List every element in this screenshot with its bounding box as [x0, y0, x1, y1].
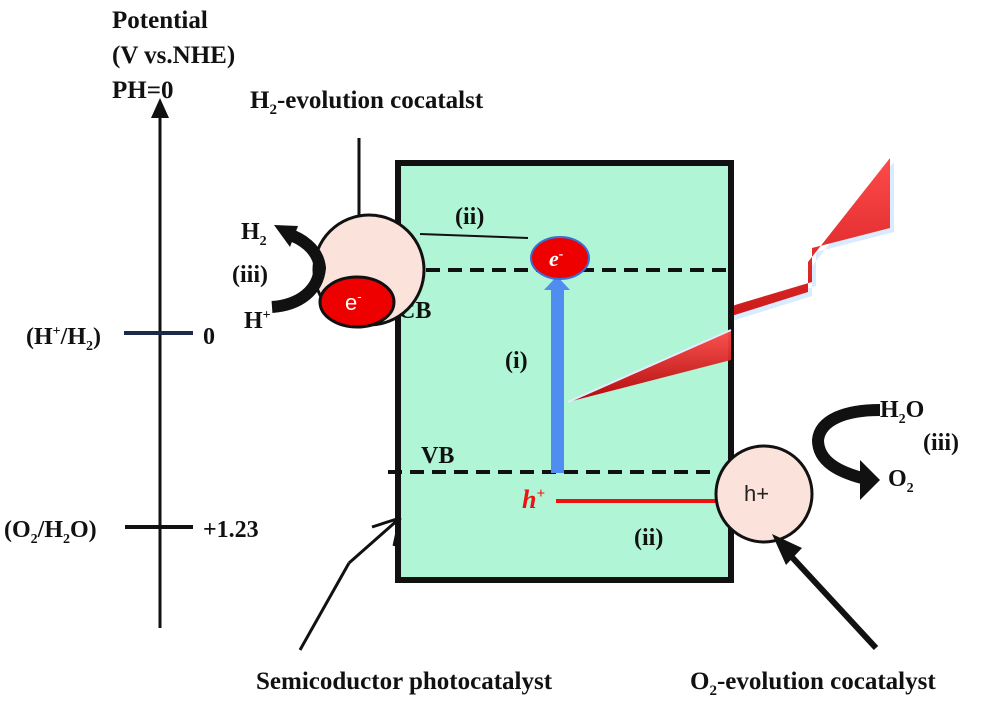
potential-axis: Potential (V vs.NHE) PH=0 (H+/H2) 0 (O2/… [4, 7, 259, 628]
o2-cocatalyst-hole-label: h+ [744, 481, 769, 506]
tick-label-o2-h2o: (O2/H2O) [4, 517, 97, 547]
hole-transfer-step: (ii) [634, 525, 663, 551]
h2-cocatalyst-title: H2-evolution cocatalst [250, 87, 484, 118]
excitation-step-label: (i) [505, 348, 528, 374]
h2-product-label: H2 [241, 219, 267, 249]
h2-reaction-arrowhead-icon [274, 225, 298, 247]
axis-title-line1: Potential [112, 7, 208, 34]
h2o-reactant-label: H2O [880, 397, 924, 427]
o2-cocatalyst-pointer-line [625, 575, 656, 648]
o2-reaction-arrowhead-icon [860, 460, 880, 500]
o2-cocatalyst-caption: O2-evolution cocatalyst [690, 668, 936, 699]
tick-value-1-23: +1.23 [203, 517, 259, 543]
tick-value-0: 0 [203, 324, 215, 350]
excited-electron [530, 236, 590, 280]
h2-reaction-arrow [271, 228, 327, 313]
axis-title-line2: (V vs.NHE) [112, 42, 235, 69]
semiconductor-pointer-arrowhead-icon [348, 516, 402, 565]
o2-reaction-arrow [811, 404, 881, 484]
h2-cocatalyst: e- [312, 213, 426, 329]
tick-label-h-h2: (H+/H2) [26, 324, 101, 354]
vb-label: VB [421, 443, 454, 469]
axis-arrowhead-icon [151, 98, 169, 118]
o2-product-label: O2 [888, 466, 914, 496]
h2-reaction-step: (iii) [232, 262, 268, 288]
o2-cocatalyst-pointer-arrowhead-icon [772, 534, 802, 565]
semiconductor-caption: Semicoductor photocatalyst [256, 668, 553, 695]
hole-label: h+ [522, 485, 545, 514]
electron-transfer-line [419, 233, 529, 239]
o2-reaction-step: (iii) [923, 430, 959, 456]
h-plus-reactant-label: H+ [244, 308, 271, 334]
cocatalyst-electron [318, 275, 396, 329]
excited-electron-label: e- [549, 246, 564, 271]
excitation-arrow [544, 276, 570, 473]
semiconductor-pointer-line [298, 562, 351, 651]
axis-title-line3: PH=0 [112, 77, 173, 104]
cocatalyst-electron-label: e- [345, 289, 362, 315]
electron-transfer-step: (ii) [455, 204, 484, 230]
o2-cocatalyst-pointer [787, 552, 879, 651]
o2-cocatalyst-particle [714, 444, 814, 544]
